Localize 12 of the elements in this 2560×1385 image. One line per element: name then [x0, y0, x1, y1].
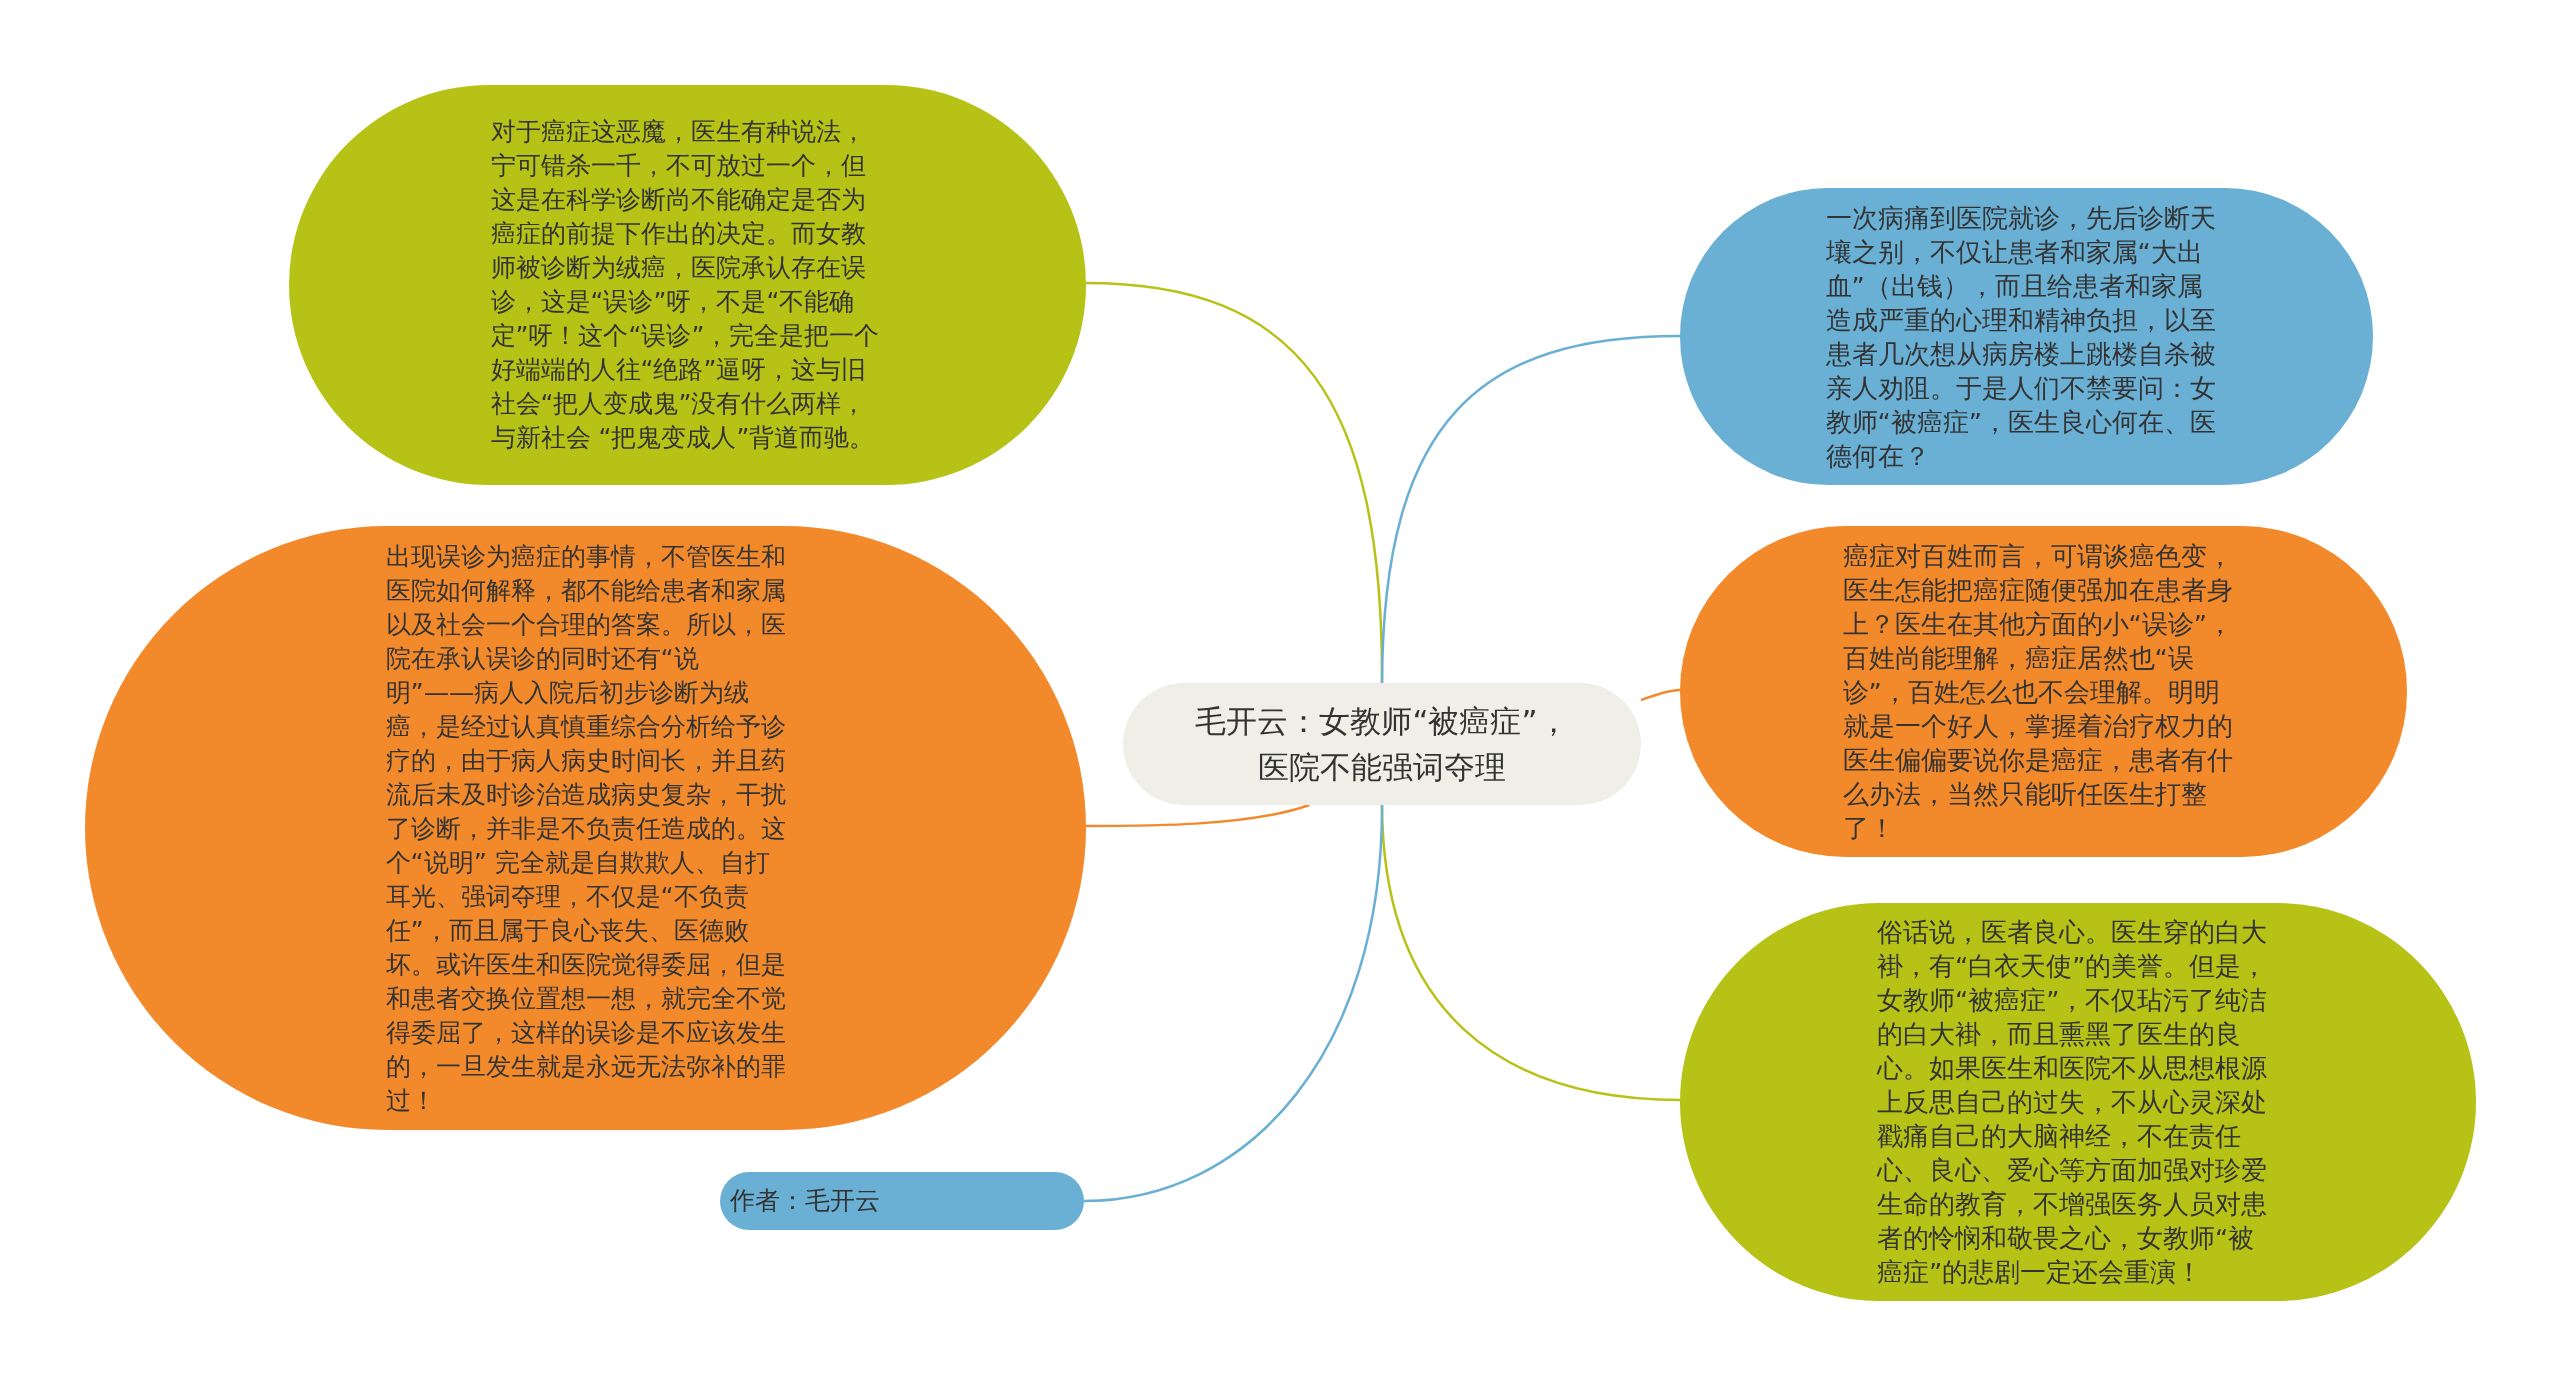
connector-line	[1083, 804, 1384, 1203]
paragraph-text: 一次病痛到医院就诊，先后诊断天壤之别，不仅让患者和家属“大出血”（出钱），而且给患者和家属造成严重的心理和精神负担，以至患者几次想从病房楼上跳楼自杀被亲人劝阻。于是人们不禁要问：女教师“被癌症”，医生良心何在、医德何在？	[1825, 201, 2217, 473]
connector-line	[1640, 688, 1681, 702]
paragraph-text: 癌症对百姓而言，可谓谈癌色变，医生怎能把癌症随便强加在患者身上？医生在其他方面的小“误诊”，百姓尚能理解，癌症居然也“误诊”，百姓怎么也不会理解。明明就是一个好人，掌握着治疗权力的医生偏偏要说你是癌症，患者有什么办法，当然只能听任医生打整了！	[1842, 539, 2234, 845]
paragraph-text: 作者：毛开云	[730, 1185, 881, 1217]
paragraph-text: 对于癌症这恶魔，医生有种说法，宁可错杀一千，不可放过一个，但这是在科学诊断尚不能确定是否为癌症的前提下作出的决定。而女教师被诊断为绒癌，医院承认存在误诊，这是“误诊”呀，不是“不能确定”呀！这个“误诊”，完全是把一个好端端的人往“绝路”逼呀，这与旧社会“把人变成鬼”没有什么两样，与新社会 “把鬼变成人”背道而驰。	[490, 116, 881, 454]
paragraph-text: 出现误诊为癌症的事情，不管医生和医院如何解释，都不能给患者和家属以及社会一个合理的答案。所以，医院在承认误诊的同时还有“说明”——病人入院后初步诊断为绒癌，是经过认真慎重综合分析给予诊疗的，由于病人病史时间长，并且药流后未及时诊治造成病史复杂，干扰了诊断，并非是不负责任造成的。这个“说明” 完全就是自欺欺人、自打耳光、强词夺理，不仅是“不负责任”，而且属于良心丧失、医德败坏。或许医生和医院觉得委屈，但是和患者交换位置想一想，就完全不觉得委屈了，这样的误诊是不应该发生的，一旦发生就是永远无法弥补的罪过！	[385, 540, 786, 1117]
connector-line	[1086, 803, 1310, 828]
source-pill	[720, 1172, 1084, 1230]
paragraph-text: 俗话说，医者良心。医生穿的白大褂，有“白衣天使”的美誉。但是，女教师“被癌症”，不仅玷污了纯洁的白大褂，而且熏黑了医生的良心。如果医生和医院不从思想根源上反思自己的过失，不从心灵深处戳痛自己的大脑神经，不在责任心、良心、爱心等方面加强对珍爱生命的教育，不增强医务人员对患者的怜悯和敬畏之心，女教师“被癌症”的悲剧一定还会重演！	[1877, 916, 2269, 1289]
connector-line	[1380, 334, 1681, 684]
topic-text: 毛开云：女教师“被癌症”，医院不能强词夺理	[1194, 702, 1570, 787]
